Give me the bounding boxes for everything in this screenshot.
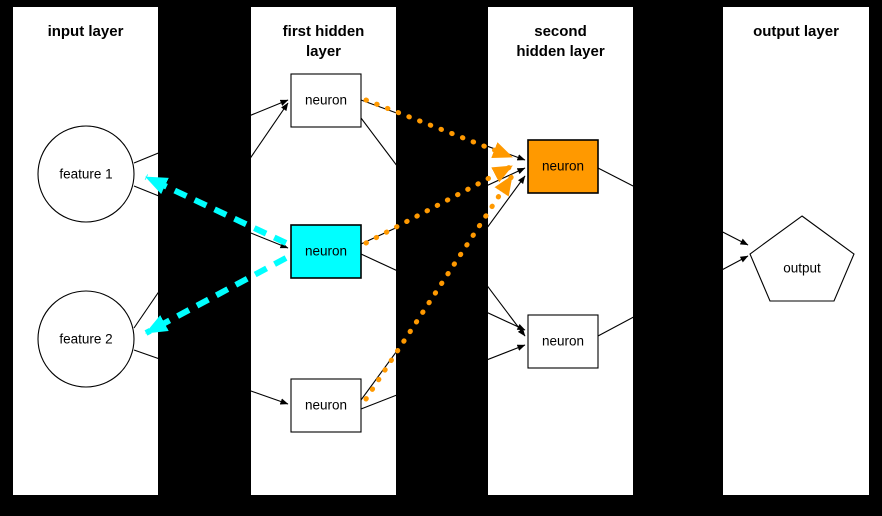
edge-feature2-to-h1bottom <box>133 349 289 405</box>
h1-top-label: neuron <box>305 93 347 108</box>
node-h1-bottom[interactable]: neuron <box>290 378 362 433</box>
panel-title-first-hidden-layer-line2: layer <box>306 43 341 60</box>
h2-top-box-highlighted[interactable] <box>527 139 599 194</box>
feature-2-circle[interactable] <box>37 290 135 388</box>
h2-top-label: neuron <box>542 159 584 174</box>
connection-edges <box>133 99 749 410</box>
highlight-edge-h1middle-to-h2top <box>363 163 515 246</box>
node-h2-bottom[interactable]: neuron <box>527 314 599 369</box>
panel-title-second-hidden-layer-line1: second <box>534 23 587 40</box>
panel-title-first-hidden-layer-line1: first hidden <box>283 23 365 40</box>
feature-1-circle[interactable] <box>37 125 135 223</box>
panel-second-hidden-layer: second hidden layer <box>488 7 633 495</box>
node-h1-middle[interactable]: neuron <box>290 224 362 279</box>
node-h2-top[interactable]: neuron <box>527 139 599 194</box>
edge-feature1-to-h1middle <box>133 185 289 249</box>
panel-title-second-hidden-layer-line2: hidden layer <box>516 43 605 60</box>
h1-middle-box-highlighted[interactable] <box>290 224 362 279</box>
output-pentagon[interactable] <box>749 215 855 302</box>
h1-top-box[interactable] <box>290 73 362 128</box>
node-feature-2[interactable]: feature 2 <box>37 290 135 388</box>
edge-h1top-to-h2bottom <box>360 117 526 337</box>
highlight-edge-h1top-to-h2top <box>363 97 515 160</box>
first-hidden-layer-nodes: neuron neuron neuron <box>290 73 362 433</box>
h1-middle-label: neuron <box>305 244 347 259</box>
highlight-edge-h1middle-to-feature2 <box>144 255 288 336</box>
h1-bottom-label: neuron <box>305 398 347 413</box>
h2-bottom-box[interactable] <box>527 314 599 369</box>
panel-background-input-layer <box>13 7 158 495</box>
layer-panels: input layer first hidden layer second hi… <box>13 7 869 495</box>
panel-title-input-layer: input layer <box>48 23 124 40</box>
backward-highlight-edges <box>144 174 288 336</box>
panel-title-output-layer: output layer <box>753 23 839 40</box>
edge-h1bottom-to-h2top <box>360 175 526 401</box>
feature-1-label: feature 1 <box>59 167 112 182</box>
h1-bottom-box[interactable] <box>290 378 362 433</box>
node-h1-top[interactable]: neuron <box>290 73 362 128</box>
edge-h1middle-to-h2bottom <box>360 253 526 331</box>
edge-feature2-to-h1top <box>133 102 289 329</box>
panel-background-second-hidden-layer <box>488 7 633 495</box>
edge-feature1-to-h1top <box>133 99 289 164</box>
edge-h2top-to-output <box>597 167 749 246</box>
highlight-edge-h1bottom-to-h2top <box>363 173 515 402</box>
second-hidden-layer-nodes: neuron neuron <box>527 139 599 369</box>
edge-h1bottom-to-h2bottom <box>360 344 526 410</box>
panel-input-layer: input layer <box>13 7 158 495</box>
highlight-edge-h1middle-to-feature1 <box>144 174 288 246</box>
output-label: output <box>783 261 821 276</box>
feature-2-label: feature 2 <box>59 332 112 347</box>
node-feature-1[interactable]: feature 1 <box>37 125 135 223</box>
input-layer-nodes: feature 1 feature 2 <box>37 125 135 388</box>
edge-h2bottom-to-output <box>597 255 749 337</box>
h2-bottom-label: neuron <box>542 334 584 349</box>
node-output[interactable]: output <box>749 215 855 302</box>
output-layer-nodes: output <box>749 215 855 302</box>
forward-highlight-edges <box>363 97 515 402</box>
